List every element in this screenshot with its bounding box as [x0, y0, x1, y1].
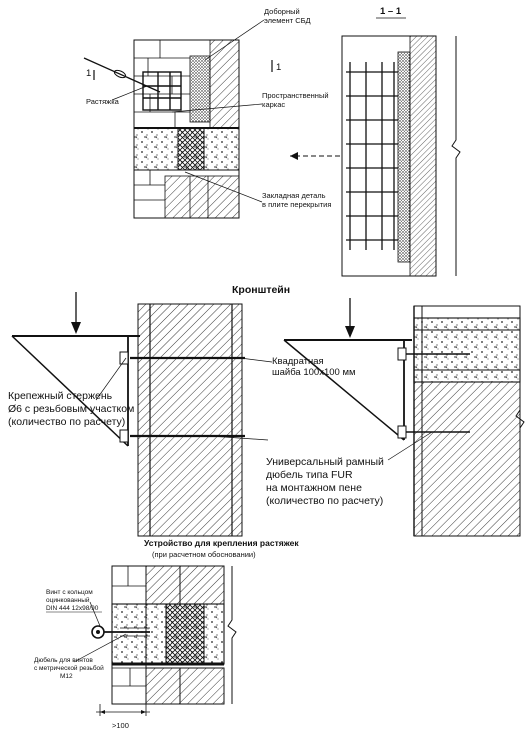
section-mark-left: 1	[86, 68, 91, 79]
label-krep-2: Ø6 с резьбовым участком	[8, 403, 134, 415]
top-left-section: 1 1 Доборный элемент СБД Растяжка Простр…	[83, 7, 331, 219]
label-vint-1: Винт с кольцом	[46, 589, 93, 596]
kronshtein-title: Кронштейн	[232, 284, 290, 296]
label-dubel-2: с метрической резьбой	[34, 664, 104, 672]
label-zaklad-1: Закладная деталь	[262, 191, 326, 200]
label-prostr-1: Пространственный	[262, 91, 329, 100]
label-vint-3: DIN 444 12x98/90	[46, 605, 99, 612]
label-dobor-1: Доборный	[264, 7, 300, 16]
label-zaklad-2: в плите перекрытия	[262, 200, 331, 209]
bracket-left: Квадратная шайба 100x100 мм Крепежный ст…	[8, 292, 356, 537]
insulation-layer	[189, 55, 211, 123]
label-dobor-2: элемент СБД	[264, 16, 311, 25]
label-rastyazhka: Растяжка	[86, 97, 120, 106]
top-right-section: 1 – 1	[290, 6, 461, 277]
label-univ-4: (количество по расчету)	[266, 495, 383, 507]
bottom-title: Устройство для крепления растяжек	[144, 538, 299, 548]
label-dubel-3: М12	[60, 673, 73, 680]
label-kvadr-1: Квадратная	[272, 356, 324, 367]
section-mark-right: 1	[276, 62, 281, 73]
label-univ-3: на монтажном пене	[266, 482, 362, 494]
inner-wall	[209, 39, 240, 129]
label-univ-2: дюбель типа FUR	[266, 469, 353, 481]
label-vint-2: оцинкованный	[46, 596, 90, 604]
bottom-detail: Устройство для крепления растяжек (при р…	[34, 538, 299, 730]
label-krep-1: Крепежный стержень	[8, 390, 113, 402]
label-prostr-2: каркас	[262, 100, 285, 109]
tie-rod	[83, 57, 161, 93]
section-title: 1 – 1	[380, 6, 402, 17]
section-lattice	[346, 62, 398, 250]
label-univ-1: Универсальный рамный	[266, 456, 384, 468]
label-krep-3: (количество по расчету)	[8, 416, 125, 428]
bracket-right: Универсальный рамный дюбель типа FUR на …	[266, 298, 525, 537]
slab-insert	[177, 127, 205, 171]
space-frame	[142, 71, 182, 111]
dimension-label: >100	[112, 721, 129, 730]
label-dubel-1: Дюбель для винтов	[34, 656, 93, 664]
bottom-subtitle: (при расчетном обосновании)	[152, 550, 256, 559]
label-kvadr-2: шайба 100x100 мм	[272, 367, 356, 378]
